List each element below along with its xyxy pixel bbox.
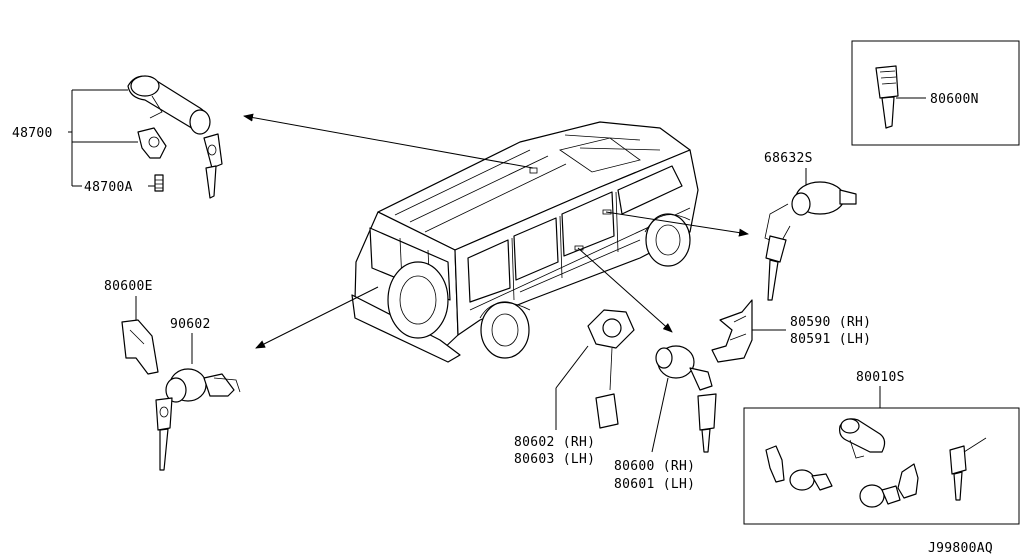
label-80600n: 80600N [930, 92, 979, 107]
hatch-lock-assembly [121, 319, 241, 471]
pointer-arrow-fuel [605, 211, 749, 237]
vehicle-illustration [351, 121, 699, 363]
fuel-lid-lock-68632s [764, 181, 857, 301]
door-lock-rod-80602 [587, 309, 635, 429]
master-key-80600n [875, 65, 926, 129]
door-lock-cylinder-80600 [655, 345, 717, 453]
pointer-arrow-glovebox [243, 113, 534, 169]
lock-set-80010s [765, 418, 987, 508]
label-80600e: 80600E [104, 279, 153, 294]
label-48700: 48700 [12, 126, 53, 141]
leader-48700 [68, 89, 155, 187]
label-48700a: 48700A [84, 180, 133, 195]
diagram-id: J99800AQ [928, 541, 993, 556]
pointer-arrow-door [577, 247, 673, 333]
pointer-arrow-rear [255, 286, 379, 349]
label-80591: 80591 (LH) [790, 332, 871, 347]
label-90602: 90602 [170, 317, 211, 332]
label-80590: 80590 (RH) [790, 315, 871, 330]
box-80010s [743, 407, 1020, 525]
label-80602: 80602 (RH) [514, 435, 595, 450]
ignition-cylinder-assembly [127, 75, 223, 199]
label-80600: 80600 (RH) [614, 459, 695, 474]
box-80600n [851, 40, 1020, 146]
label-80603: 80603 (LH) [514, 452, 595, 467]
label-80010s: 80010S [856, 370, 905, 385]
bracket-80590 [711, 299, 753, 363]
label-68632s: 68632S [764, 151, 813, 166]
label-80601: 80601 (LH) [614, 477, 695, 492]
